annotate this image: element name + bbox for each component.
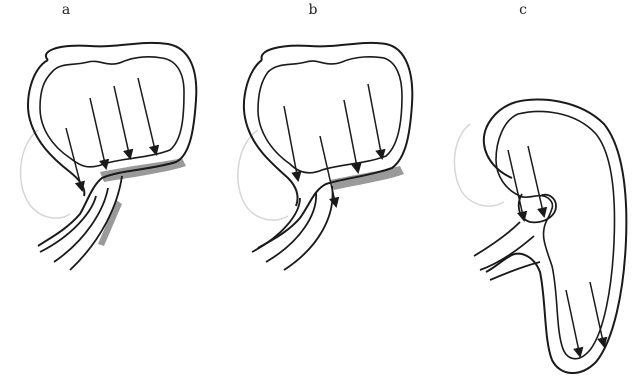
panel-a-arrow-2 [90, 98, 106, 168]
panel-c-tube-line-2 [480, 236, 534, 270]
panel-b-faint-organ [238, 130, 288, 220]
panel-b-inner-wall [258, 57, 402, 173]
panel-a-outer-wall-left [28, 60, 84, 196]
panel-b-tube-line-3 [284, 186, 333, 270]
panel-a-arrow-3 [114, 86, 130, 158]
panel-a-tube-line-3 [70, 176, 122, 270]
panel-c-inner-wall [496, 111, 614, 358]
panel-b-arrow-3 [344, 100, 358, 172]
panel-b-arrow-4 [368, 84, 382, 158]
panel-a-outer-wall [38, 43, 196, 246]
panel-a-faint-organ [21, 130, 70, 218]
panel-a-tube-line-1 [40, 196, 96, 252]
panel-a-tube-line-2 [54, 188, 108, 262]
panel-b-shadow [330, 166, 404, 190]
panel-c-arrow-3 [566, 290, 580, 356]
panel-c-arrow-1 [508, 150, 524, 220]
panel-b-arrow-2 [320, 136, 336, 206]
panel-c-outer-wall [486, 100, 626, 374]
panel-a-inner-wall [40, 57, 184, 167]
panel-c-arrow-2 [528, 146, 544, 216]
panel-a-arrow-4 [138, 78, 156, 154]
panel-a-arrow-1 [66, 128, 82, 190]
panel-b [238, 43, 412, 270]
panel-a [21, 43, 197, 270]
panel-c-tube-line-1 [474, 222, 520, 256]
panel-b-outer-wall [258, 43, 412, 248]
panel-c [454, 100, 626, 374]
panel-b-arrow-1 [284, 106, 298, 180]
